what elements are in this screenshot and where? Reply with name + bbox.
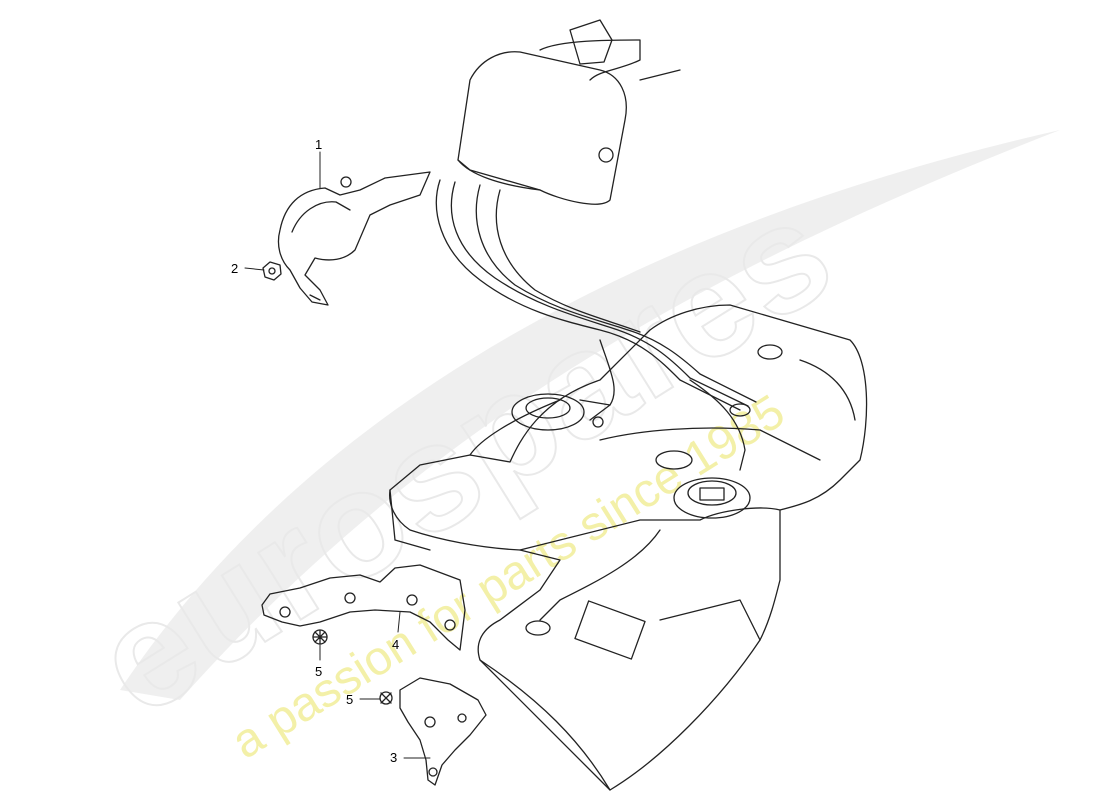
fuel-pump-ring-right	[673, 477, 751, 519]
callout-4[interactable]: 4	[392, 637, 400, 652]
callout-5-upper[interactable]: 5	[315, 664, 323, 679]
clip-part-5-lower	[379, 691, 393, 705]
tank-cap-small	[525, 344, 783, 636]
callout-1[interactable]: 1	[315, 137, 323, 152]
fuel-lines	[435, 179, 757, 621]
callout-3[interactable]: 3	[390, 750, 398, 765]
watermark-swoosh	[120, 130, 1060, 700]
leader-lines	[244, 151, 431, 759]
clip-part-5-upper	[312, 629, 328, 645]
nut-part-2	[262, 261, 282, 281]
callout-2[interactable]: 2	[231, 261, 239, 276]
heat-shield-lower	[399, 677, 487, 786]
heat-shield-middle	[261, 564, 466, 651]
expansion-tank	[457, 19, 681, 205]
heat-shield-upper	[277, 171, 431, 306]
fuel-pump-ring-left	[511, 393, 611, 431]
fuel-tank	[389, 304, 868, 791]
callout-5-lower[interactable]: 5	[346, 692, 354, 707]
